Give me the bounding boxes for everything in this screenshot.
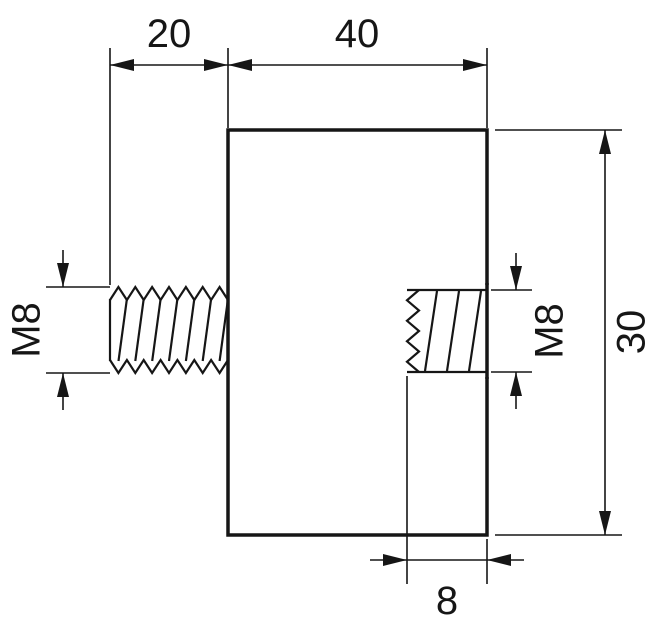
hole-flank-line bbox=[423, 290, 439, 372]
dim-thread-hole: M8 bbox=[491, 253, 572, 409]
arrowhead-left-icon bbox=[487, 554, 511, 566]
dim-body-height: 30 bbox=[495, 129, 654, 536]
arrowhead-down-icon bbox=[599, 511, 611, 535]
dim-thread-stud: M8 bbox=[5, 250, 110, 410]
dim-label-stud-length: 20 bbox=[147, 12, 192, 56]
arrowhead-left-icon bbox=[110, 59, 134, 71]
hole-thread-end bbox=[405, 289, 421, 373]
arrowhead-right-icon bbox=[204, 59, 228, 71]
stud-flank-line bbox=[151, 298, 162, 362]
arrowhead-down-icon bbox=[57, 263, 69, 287]
dim-hole-depth: 8 bbox=[370, 376, 524, 623]
dim-label-body-height: 30 bbox=[610, 310, 654, 355]
arrowhead-up-icon bbox=[599, 130, 611, 154]
dim-label-thread-hole: M8 bbox=[528, 303, 572, 359]
arrowhead-right-icon bbox=[383, 554, 407, 566]
arrowhead-down-icon bbox=[510, 266, 522, 290]
stud-flank-line bbox=[117, 298, 128, 362]
hole-flank-line bbox=[467, 290, 483, 372]
hole-flank-line bbox=[445, 290, 461, 372]
stud-flank-line bbox=[167, 298, 179, 362]
stud-flank-line bbox=[184, 298, 196, 362]
hole-clearance bbox=[404, 285, 489, 377]
arrowhead-left-icon bbox=[228, 59, 252, 71]
stud-thread bbox=[108, 284, 230, 376]
hole-thread bbox=[404, 283, 489, 379]
dim-stud-length: 20 bbox=[109, 12, 229, 285]
stud-crest-bottom bbox=[109, 357, 229, 376]
stud-flank-line bbox=[218, 298, 230, 362]
dim-label-hole-depth: 8 bbox=[436, 579, 458, 623]
arrowhead-right-icon bbox=[463, 59, 487, 71]
dim-label-thread-stud: M8 bbox=[5, 302, 49, 358]
arrowhead-up-icon bbox=[57, 373, 69, 397]
stud-crest-top bbox=[109, 284, 229, 303]
dim-body-width: 40 bbox=[228, 12, 488, 128]
stud-flank-line bbox=[134, 298, 145, 362]
stud-flank-line bbox=[201, 298, 213, 362]
dim-label-body-width: 40 bbox=[335, 12, 380, 56]
arrowhead-up-icon bbox=[510, 372, 522, 396]
